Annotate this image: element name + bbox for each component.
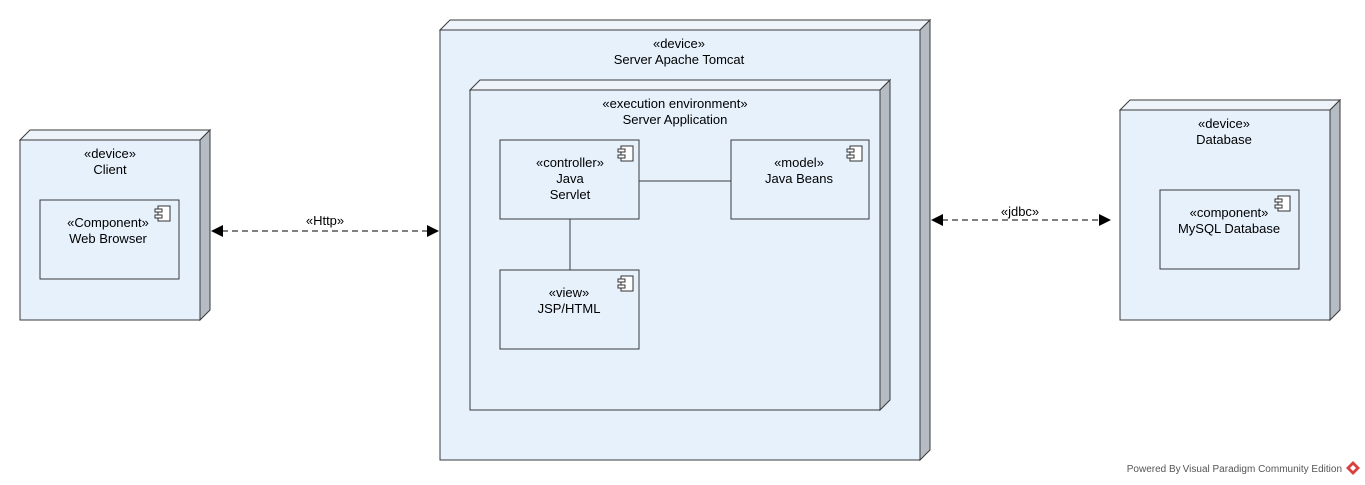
mysql-name: MySQL Database — [1178, 221, 1280, 236]
mysql-stereotype: «component» — [1190, 205, 1269, 220]
web-browser-component[interactable]: «Component» Web Browser — [39, 199, 180, 280]
web-browser-name: Web Browser — [69, 231, 147, 246]
database-name: Database — [1196, 132, 1252, 147]
jdbc-label: «jdbc» — [1001, 204, 1039, 219]
controller-name-line1: Java — [556, 171, 584, 186]
controller-component[interactable]: «controller» Java Servlet — [499, 139, 640, 220]
visual-paradigm-logo-icon — [1346, 461, 1360, 475]
exec-env-stereotype: «execution environment» — [602, 96, 747, 111]
model-stereotype: «model» — [774, 155, 824, 170]
execution-environment-node[interactable]: «execution environment» Server Applicati… — [468, 78, 892, 412]
http-label: «Http» — [306, 213, 344, 228]
controller-name-line2: Servlet — [550, 187, 591, 202]
jdbc-connector[interactable]: «jdbc» — [931, 204, 1111, 226]
http-connector[interactable]: «Http» — [211, 213, 439, 237]
view-stereotype: «view» — [549, 285, 589, 300]
exec-env-name: Server Application — [623, 112, 728, 127]
web-browser-stereotype: «Component» — [67, 215, 149, 230]
controller-stereotype: «controller» — [536, 155, 604, 170]
view-name: JSP/HTML — [538, 301, 601, 316]
model-name: Java Beans — [765, 171, 833, 186]
mysql-component[interactable]: «component» MySQL Database — [1159, 189, 1300, 270]
client-name: Client — [93, 162, 127, 177]
powered-by-footer: Powered By Visual Paradigm Community Edi… — [1127, 464, 1342, 475]
database-stereotype: «device» — [1198, 116, 1250, 131]
server-name: Server Apache Tomcat — [614, 52, 745, 67]
view-component[interactable]: «view» JSP/HTML — [499, 269, 640, 350]
server-stereotype: «device» — [653, 36, 705, 51]
client-stereotype: «device» — [84, 146, 136, 161]
model-component[interactable]: «model» Java Beans — [730, 139, 870, 220]
